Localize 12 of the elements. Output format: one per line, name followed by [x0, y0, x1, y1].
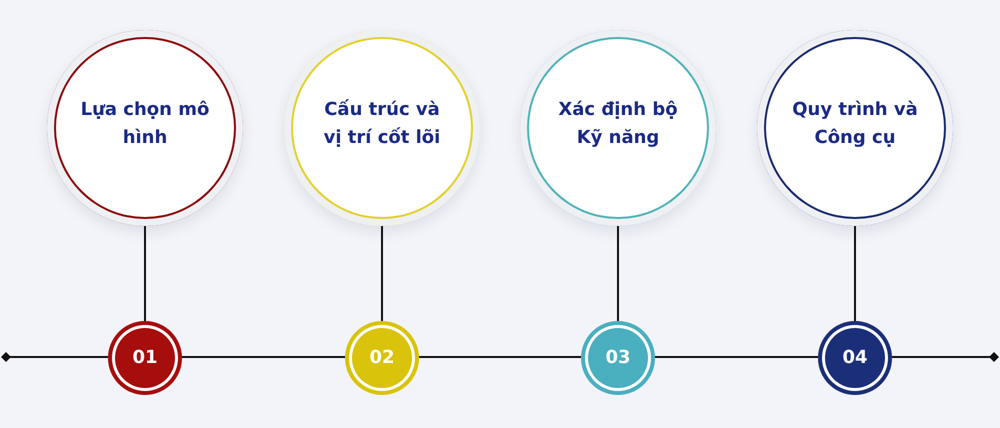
connector-line	[144, 226, 146, 321]
step-title: Xác định bộ Kỹ năng	[557, 98, 679, 150]
connector-line	[854, 226, 856, 321]
step-number: 04	[842, 347, 868, 369]
connector-line	[617, 226, 619, 321]
step-number: 02	[369, 347, 395, 369]
step-title: Quy trình và Công cụ	[791, 98, 919, 150]
connector-line	[381, 226, 383, 321]
step-number: 03	[605, 347, 631, 369]
step-number: 01	[132, 347, 158, 369]
step-title: Cấu trúc và vị trí cốt lõi	[322, 98, 442, 150]
step-title: Lựa chọn mô hình	[80, 98, 210, 150]
